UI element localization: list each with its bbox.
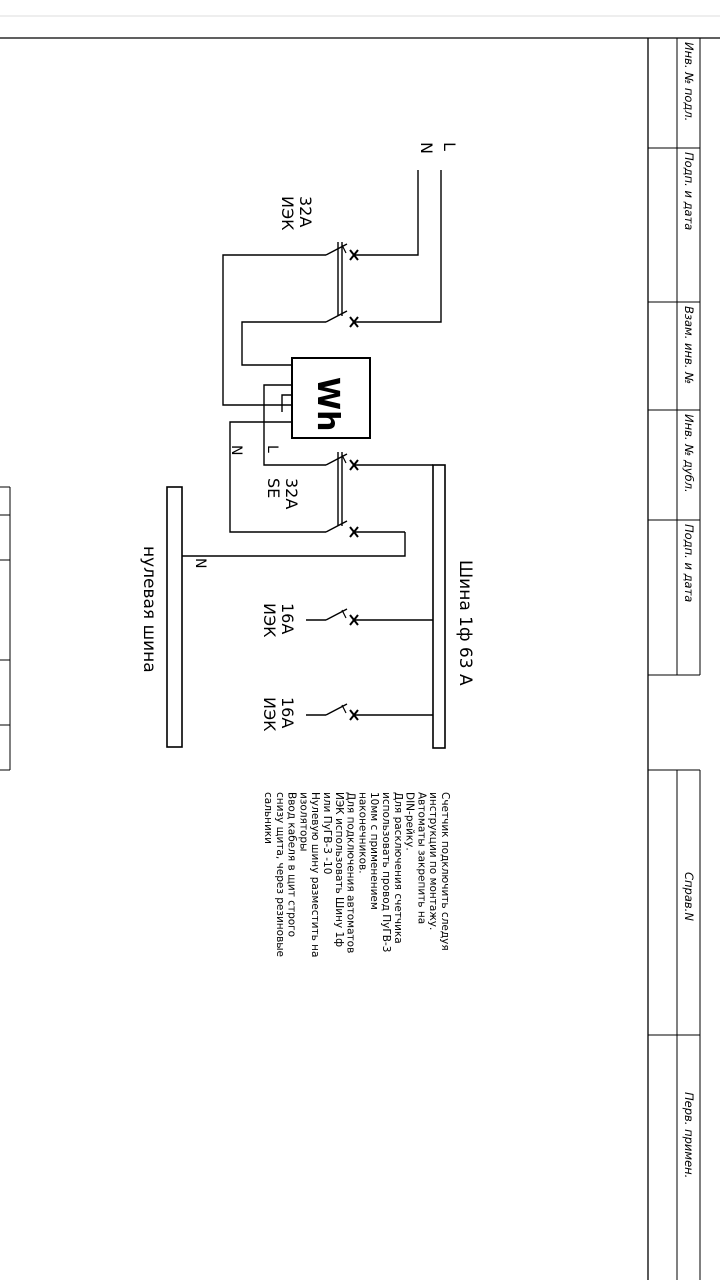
- label-breaker-se-rating: 32А: [282, 478, 301, 509]
- note-line: Автоматы закрепить на: [415, 792, 427, 924]
- label-breaker-main-rating: 32А: [296, 196, 315, 227]
- note-line: изоляторы: [297, 792, 309, 851]
- label-neutral-bus: нулевая шина: [139, 546, 159, 673]
- label-busbar: Шина 1ф 63 А: [455, 560, 475, 686]
- stamp-podp-data-2: Подп. и дата: [682, 524, 696, 602]
- meter-label: Wh: [310, 377, 345, 431]
- breaker-16a-1: [306, 608, 433, 626]
- breaker-se-pole-1: [306, 453, 378, 471]
- wire-meter-out-2: [281, 394, 292, 412]
- note-line: DIN-рейку.: [404, 792, 416, 851]
- note-line: сальники: [262, 792, 274, 844]
- note-line: ИЭК использовать Шину 1ф: [333, 792, 345, 947]
- breaker-main-pole-1: [306, 243, 376, 261]
- stamp-sprav: Справ.N: [682, 872, 696, 921]
- label-line-l: L: [440, 142, 459, 151]
- note-line: снизу щита, через резиновые: [274, 792, 286, 957]
- stamp-inv-dubl: Инв. № дубл.: [682, 414, 696, 493]
- note-line: Для расключения счетчика: [392, 792, 404, 944]
- label-breaker-16a-1-brand: ИЭК: [260, 603, 279, 638]
- label-meter-out-n: N: [228, 445, 244, 455]
- wire-main-l-to-meter: [222, 254, 306, 406]
- breaker-main-pole-2: [306, 310, 376, 328]
- neutral-bus: [166, 486, 183, 748]
- note-line: 10мм с применением: [368, 792, 380, 910]
- label-line-n: N: [417, 142, 436, 154]
- wire-main-n-to-meter: [241, 321, 306, 366]
- breaker-se-pole-2: [306, 520, 405, 538]
- wire-incoming-n: [376, 170, 442, 323]
- left-stamp-fragment: [0, 486, 11, 771]
- label-neutral-bus-n: N: [192, 558, 208, 568]
- note-line: или ПуГВ-3 -10: [321, 792, 333, 874]
- busbar: [432, 464, 446, 749]
- note-line: Нулевую шину разместить на: [309, 792, 321, 957]
- label-breaker-16a-1-rating: 16А: [278, 603, 297, 634]
- wire-meter-out-n: [229, 421, 306, 533]
- wire-meter-out-1: [263, 384, 306, 466]
- note-line: Для подключения автоматов: [345, 792, 357, 953]
- stamp-podp-data-1: Подп. и дата: [682, 152, 696, 230]
- note-line: Ввод кабеля в щит строго: [286, 792, 298, 937]
- wire-se-to-neutral-bus: [182, 532, 406, 557]
- stamp-inv-podl: Инв. № подл.: [682, 42, 696, 121]
- label-breaker-16a-2-rating: 16А: [278, 697, 297, 728]
- note-line: использовать провод ПуГВ-3: [380, 792, 392, 952]
- note-line: Счетчик подключить следуя: [439, 792, 451, 951]
- stamp-perv-primen: Перв. примен.: [682, 1092, 696, 1178]
- label-breaker-main-brand: ИЭК: [278, 196, 297, 231]
- label-meter-out-l: L: [264, 445, 280, 453]
- breaker-16a-2: [306, 703, 433, 721]
- wire-incoming-l: [376, 170, 419, 256]
- note-line: наконечников.: [356, 792, 368, 874]
- right-stamp-grid: [648, 38, 701, 1280]
- stamp-vzam-inv: Взам. инв. №: [682, 306, 696, 384]
- meter-box: [291, 357, 371, 439]
- schematic: [166, 170, 446, 749]
- label-breaker-16a-2-brand: ИЭК: [260, 697, 279, 732]
- label-breaker-se-brand: SE: [264, 478, 283, 498]
- note-line: инструкции по монтажу.: [427, 792, 439, 930]
